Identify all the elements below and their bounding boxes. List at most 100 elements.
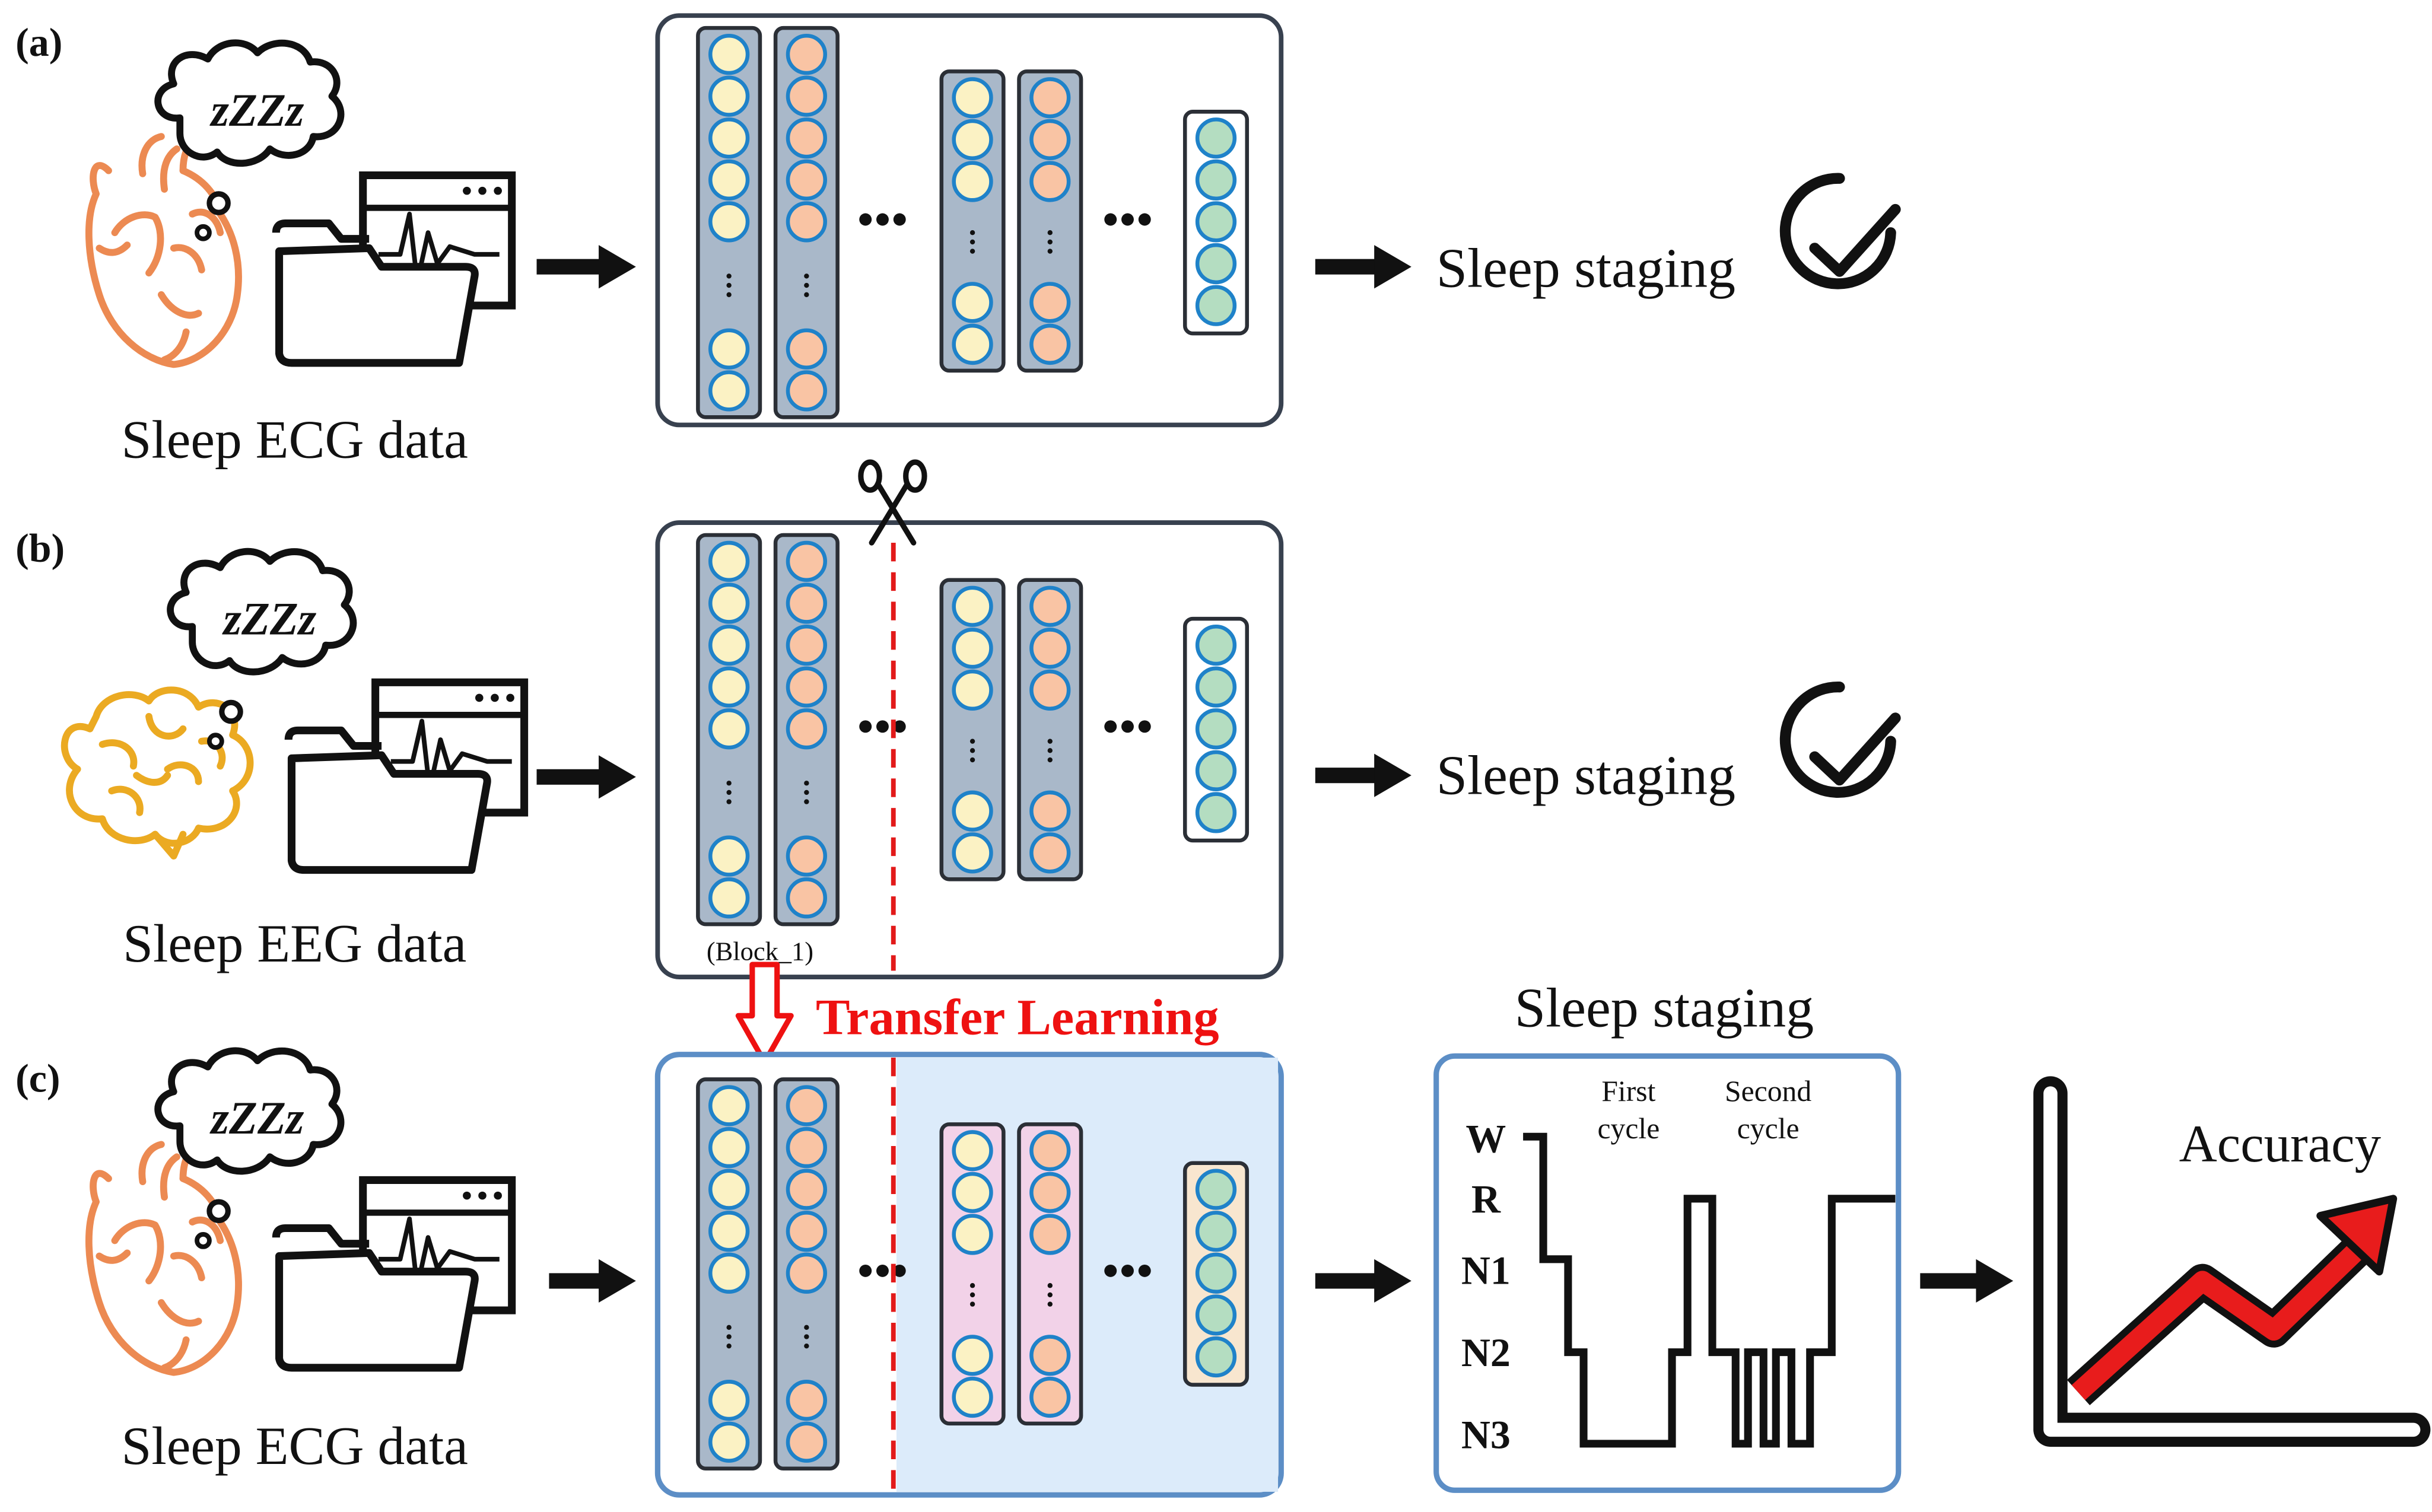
neuron-node (708, 540, 750, 582)
stage-label-n3: N3 (1461, 1412, 1511, 1457)
accuracy-chart-icon (2033, 1076, 2431, 1447)
output-arrow-c (1315, 1259, 1411, 1303)
neuron-node (708, 624, 750, 666)
snore-text: zZZz (221, 593, 316, 644)
neuron-node (952, 790, 993, 832)
neuron-node (1029, 323, 1071, 365)
neuron-node (1029, 1130, 1071, 1172)
neuron-node (708, 159, 750, 200)
neuron-node (952, 628, 993, 669)
neuron-node (1029, 1172, 1071, 1214)
neuron-node (708, 117, 750, 159)
neuron-node (1195, 708, 1237, 750)
check-icon (1785, 179, 1896, 284)
neuron-node (1029, 77, 1071, 119)
layer-2 (773, 1077, 840, 1470)
layer-mid-1 (939, 578, 1006, 881)
thought-cloud-icon: zZZz (170, 552, 353, 747)
neuron-node (708, 1252, 750, 1294)
output-text-a: Sleep staging (1436, 238, 1735, 300)
neuron-node (786, 540, 827, 582)
panel-a-label: (a) (15, 20, 62, 65)
input-arrow-c (549, 1259, 636, 1303)
output-text-b: Sleep staging (1436, 745, 1735, 807)
neuron-node (786, 1126, 827, 1169)
neuron-node (952, 1130, 993, 1172)
neuron-node (952, 323, 993, 365)
ellipsis-dots (1104, 720, 1151, 733)
input-arrow-a (536, 245, 636, 289)
neuron-node (1029, 832, 1071, 874)
neuron-node (708, 708, 750, 750)
stage-label-w: W (1465, 1116, 1506, 1161)
panel-c: (c) zZZz Sleep ECG data Sleep staging W … (15, 978, 2431, 1498)
neuron-node (1029, 1335, 1071, 1376)
neuron-node (1195, 1252, 1237, 1294)
hypnogram-title: Sleep staging (1515, 978, 1814, 1039)
neuron-node (786, 201, 827, 243)
panel-a: (a) zZZz Sleep ECG data Sleep staging (15, 13, 1896, 469)
neuron-node (786, 1085, 827, 1126)
check-icon (1785, 687, 1896, 792)
neuron-node (708, 1380, 750, 1421)
neuron-node (1029, 628, 1071, 669)
neuron-node (1195, 750, 1237, 791)
heart-icon (89, 1143, 239, 1373)
neuron-node (1029, 669, 1071, 711)
first-cycle-line2: cycle (1597, 1112, 1660, 1145)
data-folder-icon (276, 175, 511, 362)
neuron-node (952, 1214, 993, 1255)
neuron-node (1195, 117, 1237, 159)
output-layer (1182, 1161, 1250, 1387)
neuron-node (708, 370, 750, 412)
layer-mid-2 (1017, 1122, 1083, 1426)
snore-text: zZZz (209, 1092, 304, 1144)
neuron-node (1195, 624, 1237, 666)
layer-1 (696, 26, 762, 419)
neuron-node (786, 624, 827, 666)
neuron-node (952, 161, 993, 202)
ellipsis-dots (1104, 213, 1151, 226)
first-cycle-line1: First (1601, 1075, 1655, 1107)
neuron-node (952, 282, 993, 323)
heart-icon (89, 135, 239, 365)
panel-b: (b) zZZz Sleep EEG data (Block_1) Sleep … (15, 459, 1896, 979)
neuron-node (952, 77, 993, 119)
layer-mid-2 (1017, 69, 1083, 373)
neuron-node (1029, 119, 1071, 161)
neuron-node (708, 1126, 750, 1169)
neuron-node (708, 328, 750, 370)
neuron-node (708, 1085, 750, 1126)
neuron-node (1195, 1211, 1237, 1252)
neuron-node (1195, 201, 1237, 243)
hypnogram-box (1433, 1053, 1902, 1493)
panel-c-label: (c) (15, 1055, 60, 1100)
layer-2 (773, 533, 840, 927)
neuron-node (708, 1211, 750, 1252)
neuron-node (1195, 243, 1237, 285)
neuron-node (708, 582, 750, 624)
ellipsis-dots (859, 213, 906, 226)
neuron-node (786, 877, 827, 919)
network-layers-b (696, 533, 1250, 927)
neuron-node (708, 1421, 750, 1463)
neuron-node (1029, 161, 1071, 202)
neuron-node (952, 1335, 993, 1376)
neuron-node (1195, 159, 1237, 200)
transfer-learning-label: Transfer Learning (816, 989, 1219, 1046)
data-caption-a: Sleep ECG data (122, 409, 468, 469)
neuron-node (708, 75, 750, 117)
layer-1 (696, 533, 762, 927)
data-folder-icon (276, 1180, 511, 1367)
ellipsis-dots (1104, 1264, 1151, 1277)
snore-text: zZZz (209, 84, 304, 136)
ellipsis-dots (859, 1264, 906, 1277)
neuron-node (952, 832, 993, 874)
neuron-node (786, 370, 827, 412)
network-layers-c (696, 1077, 1250, 1470)
neuron-node (786, 1169, 827, 1210)
neuron-node (786, 1380, 827, 1421)
neuron-node (786, 835, 827, 877)
neuron-node (708, 1169, 750, 1210)
output-arrow-a (1315, 245, 1411, 289)
